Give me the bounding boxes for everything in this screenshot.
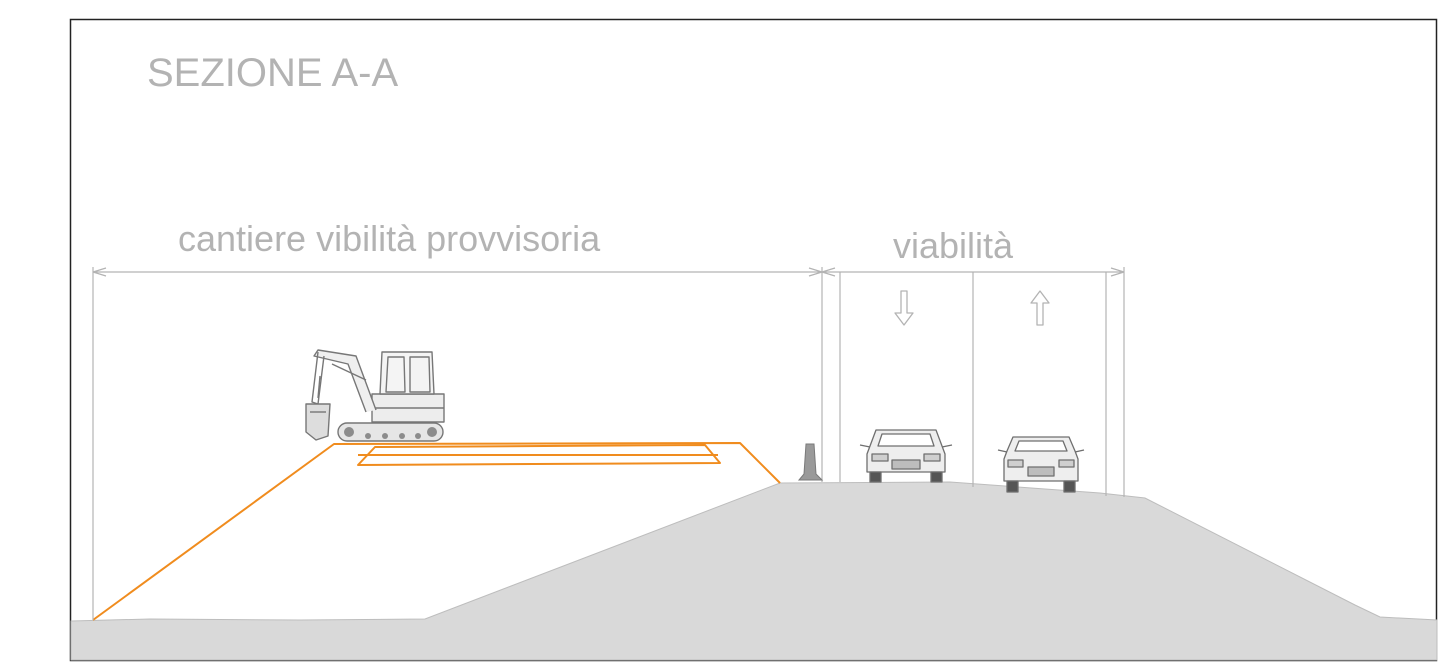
car-front-icon	[859, 429, 953, 483]
arrow-down-icon	[894, 290, 914, 326]
traffic-barrier	[797, 443, 824, 481]
excavator-icon	[305, 349, 445, 442]
dimension-lines	[92, 267, 1125, 620]
ground-embankment	[70, 481, 1438, 661]
excavation-outline	[92, 442, 781, 621]
worksite-dimension-label: cantiere vibilità provvisoria	[178, 218, 601, 259]
car-rear-icon	[997, 436, 1085, 493]
arrow-up-icon	[1030, 290, 1050, 326]
road-dimension-label: viabilità	[893, 225, 1014, 266]
section-title: SEZIONE A-A	[147, 51, 398, 95]
